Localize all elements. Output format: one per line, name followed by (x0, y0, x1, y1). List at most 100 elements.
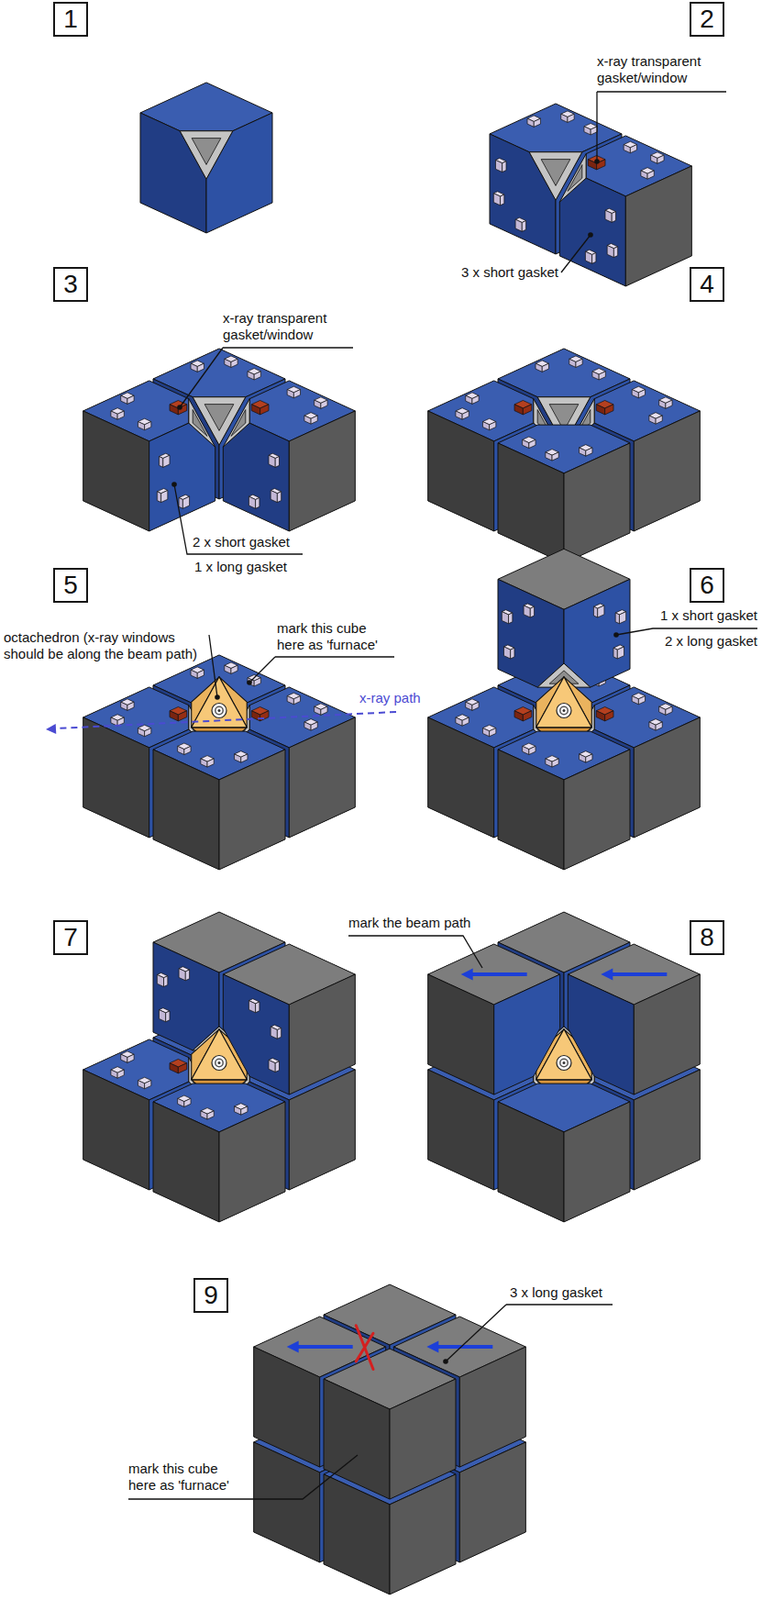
gasket-piece (268, 1059, 276, 1072)
gasket-piece (127, 701, 134, 710)
annotation-label: 1 x long gasket (194, 558, 288, 575)
gasket-piece (455, 410, 463, 420)
x-ray-window (605, 404, 614, 415)
gasket-piece (304, 415, 311, 424)
x-ray-window (514, 710, 523, 721)
gasket-piece (224, 664, 232, 674)
anvil-truncation-facet (567, 165, 583, 192)
gasket-piece (207, 1110, 214, 1119)
leader-line (179, 347, 223, 408)
gasket-piece (161, 489, 168, 502)
gasket-piece (665, 706, 673, 715)
gasket-piece (522, 439, 530, 448)
gasket-piece (224, 358, 232, 367)
gasket-piece (623, 144, 630, 154)
leader-line (506, 1303, 613, 1304)
gasket-piece (163, 454, 170, 467)
assembly-illustration (140, 82, 273, 233)
gasket-piece (137, 1080, 144, 1089)
step-number: 3 (55, 268, 87, 300)
gasket-piece (649, 415, 656, 424)
step-number-box: 6 (689, 567, 725, 603)
gasket-piece (314, 399, 321, 409)
annotation-label: 3 x long gasket (509, 1283, 603, 1301)
anvil-cube-face (149, 422, 216, 531)
anvil-cube-face (563, 578, 630, 687)
x-ray-window (605, 710, 614, 721)
gasket-piece (164, 975, 168, 987)
leader-line (445, 1303, 507, 1361)
gasket-piece (529, 439, 536, 448)
gasket-piece (304, 721, 311, 730)
leader-line (174, 484, 303, 554)
assembly-illustration (83, 911, 356, 1222)
gasket-piece (144, 421, 152, 431)
gasket-piece (177, 745, 185, 754)
gasket-piece (165, 1010, 170, 1022)
step-number-box: 5 (53, 567, 89, 603)
thermocouple-core (218, 708, 221, 712)
assembly-illustration (428, 911, 701, 1222)
annotation-label: 2 x long gasket (664, 632, 758, 650)
beam-arrow (296, 1344, 354, 1348)
gasket-piece (597, 605, 605, 618)
gasket-piece (465, 395, 473, 404)
leader-dot (171, 481, 177, 487)
gasket-piece (184, 1097, 191, 1106)
furnace-mark (355, 1325, 374, 1370)
gasket-piece (110, 1069, 118, 1078)
gasket-piece (638, 695, 645, 705)
gasket-piece (462, 717, 469, 726)
anvil-cube-face (459, 1346, 526, 1467)
thermocouple-core (218, 1060, 221, 1064)
gasket-piece (472, 395, 479, 404)
step-number: 4 (691, 268, 723, 300)
gasket-piece (177, 1097, 185, 1106)
gasket-piece (590, 126, 597, 135)
x-ray-path (45, 711, 397, 734)
gasket-piece (613, 246, 618, 258)
gasket-piece (293, 695, 300, 705)
gasket-piece (545, 452, 553, 461)
beam-arrow (470, 971, 528, 976)
gasket-piece (158, 456, 163, 468)
beam-arrow-head (461, 968, 474, 981)
assembly-illustration (428, 548, 701, 870)
gasket-piece (649, 721, 656, 730)
gasket-piece (541, 363, 549, 372)
anvil-truncation (179, 131, 233, 179)
step-number-box: 3 (53, 266, 89, 302)
gasket-piece (185, 969, 189, 981)
gasket-piece (575, 358, 583, 367)
anvil-cube-face (497, 1101, 564, 1222)
beam-arrow-head (287, 1340, 299, 1353)
anvil-cube-face (633, 410, 700, 531)
thermocouple-core (563, 708, 566, 712)
gasket-piece (268, 454, 276, 467)
thermocouple (556, 703, 572, 718)
gasket-piece (482, 728, 489, 737)
leader-dot (613, 631, 619, 638)
annotation-label: 1 x short gasket (660, 607, 758, 624)
x-ray-window (260, 404, 269, 415)
gasket-piece (482, 421, 489, 431)
thermocouple (556, 1055, 572, 1071)
gasket-piece (592, 371, 599, 380)
x-ray-window (251, 404, 260, 415)
gasket-piece (197, 363, 204, 372)
anvil-cube-face (153, 1101, 220, 1222)
gasket-piece (270, 1026, 277, 1039)
gasket-piece (465, 701, 473, 710)
anvil-cube-face (153, 941, 220, 1050)
gasket-piece (248, 1000, 255, 1013)
gasket-piece (585, 753, 593, 762)
anvil-cube-face (633, 973, 700, 1094)
gasket-piece (529, 745, 536, 754)
anvil-truncation-facet (192, 409, 208, 437)
gasket-piece (144, 1080, 152, 1089)
thermocouple-ring (215, 706, 223, 714)
gasket-piece (310, 415, 318, 424)
anvil-cube-face (83, 1069, 150, 1190)
leader-line (348, 935, 483, 968)
assembly-illustration (489, 103, 692, 287)
